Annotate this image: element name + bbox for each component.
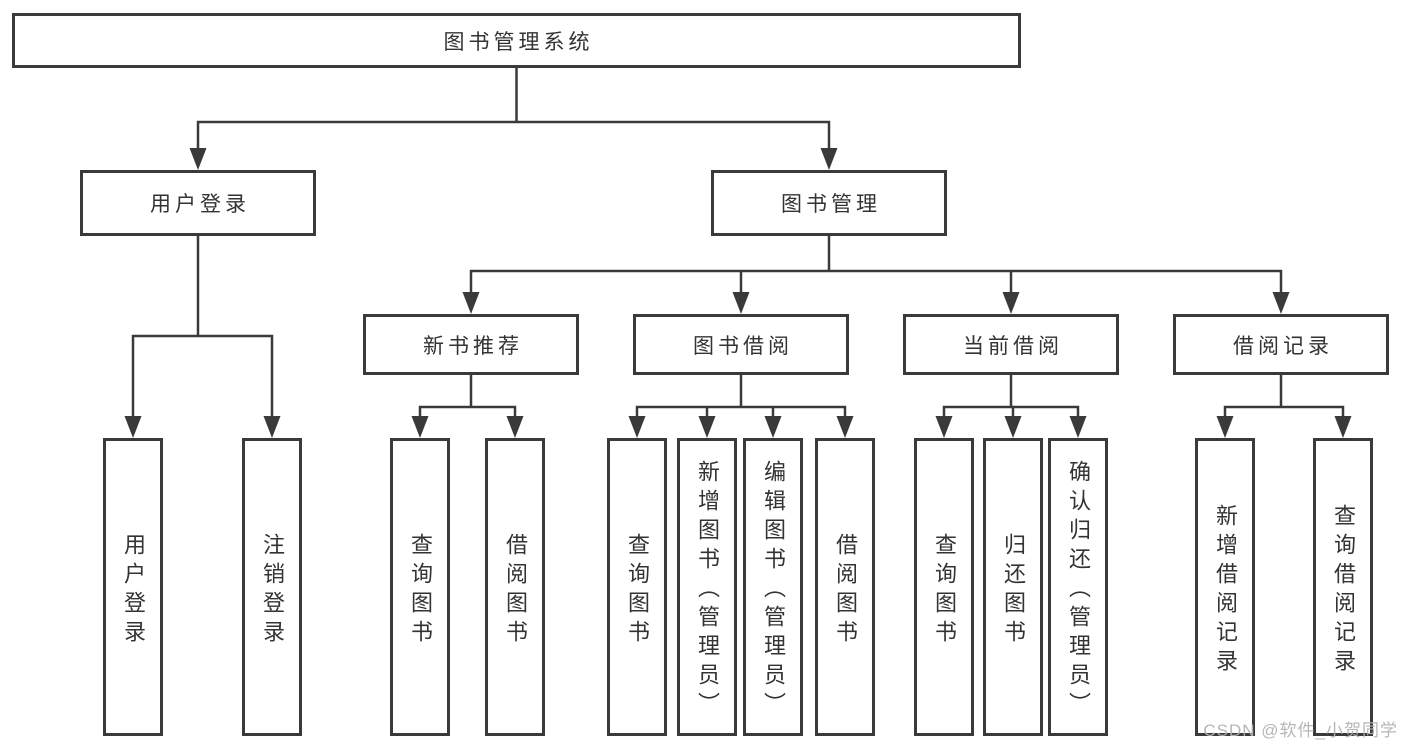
leaf-user-login: 用户登录 [103,438,163,736]
node-book-borrowing: 图书借阅 [633,314,849,375]
node-user-login: 用户登录 [80,170,316,236]
leaf-borrowing-edit-books-admin: 编辑图书（管理员） [743,438,803,736]
leaf-recommend-query-books: 查询图书 [390,438,450,736]
leaf-recommend-borrow-books: 借阅图书 [485,438,545,736]
leaf-recommend-borrow-books-label: 借阅图书 [503,532,528,649]
leaf-records-add-record-label: 新增借阅记录 [1213,503,1238,678]
leaf-borrowing-query-books: 查询图书 [607,438,667,736]
leaf-current-confirm-return-admin: 确认归还（管理员） [1048,438,1108,736]
leaf-records-add-record: 新增借阅记录 [1195,438,1255,736]
csdn-watermark: CSDN @软件_小贺同学 [1203,721,1398,740]
leaf-borrowing-borrow-books-label: 借阅图书 [833,532,858,649]
leaf-current-query-books: 查询图书 [914,438,974,736]
leaf-current-confirm-return-admin-label: 确认归还（管理员） [1066,460,1091,721]
leaf-current-return-books-label: 归还图书 [1001,532,1026,649]
leaf-logout-label: 注销登录 [260,532,285,649]
node-library-system: 图书管理系统 [12,13,1021,68]
node-library-system-label: 图书管理系统 [443,30,594,54]
leaf-user-login-label: 用户登录 [121,532,146,649]
leaf-current-query-books-label: 查询图书 [932,532,957,649]
leaf-records-query-record-label: 查询借阅记录 [1331,503,1356,678]
node-book-management-label: 图书管理 [781,193,881,216]
node-book-borrowing-label: 图书借阅 [693,334,793,358]
node-borrowing-records-label: 借阅记录 [1233,334,1333,358]
leaf-logout: 注销登录 [242,438,302,736]
leaf-borrowing-edit-books-admin-label: 编辑图书（管理员） [761,460,786,721]
node-borrowing-records: 借阅记录 [1173,314,1389,375]
leaf-records-query-record: 查询借阅记录 [1313,438,1373,736]
node-current-borrowing: 当前借阅 [903,314,1119,375]
leaf-current-return-books: 归还图书 [983,438,1043,736]
node-book-management: 图书管理 [711,170,947,236]
node-new-book-recommend: 新书推荐 [363,314,579,375]
node-user-login-label: 用户登录 [150,193,250,216]
leaf-borrowing-add-books-admin: 新增图书（管理员） [677,438,737,736]
node-current-borrowing-label: 当前借阅 [963,334,1063,358]
leaf-borrowing-borrow-books: 借阅图书 [815,438,875,736]
leaf-recommend-query-books-label: 查询图书 [408,532,433,649]
leaf-borrowing-add-books-admin-label: 新增图书（管理员） [695,460,720,721]
leaf-borrowing-query-books-label: 查询图书 [625,532,650,649]
node-new-book-recommend-label: 新书推荐 [423,334,523,358]
